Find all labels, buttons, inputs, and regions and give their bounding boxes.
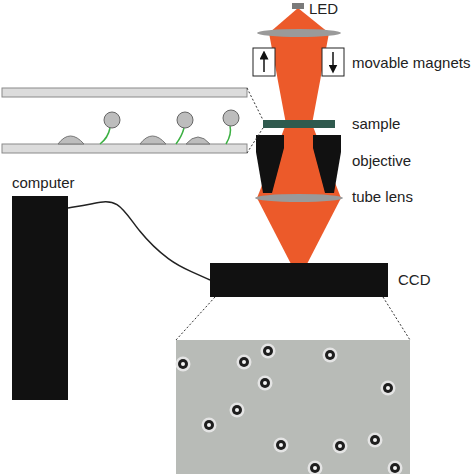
bead-ring [260, 378, 270, 388]
camera-box: CCD [210, 263, 388, 297]
tether [176, 128, 184, 144]
node-label: computer [12, 174, 75, 192]
light-beam [269, 33, 329, 124]
magnet-arrow [332, 52, 334, 69]
surface-anchor [140, 136, 166, 144]
bead-image [202, 418, 217, 433]
bead-ring [310, 463, 320, 473]
bead-image-group [176, 344, 403, 474]
bead-image [323, 348, 338, 363]
magnet-box [253, 48, 275, 76]
light-beam [257, 198, 341, 264]
bead-halo [230, 403, 245, 418]
bead-halo [176, 357, 191, 372]
led-symbol [292, 3, 304, 9]
bead-image [381, 381, 396, 396]
glass-slide [2, 144, 247, 153]
zoom-line [383, 297, 410, 340]
bead-halo [381, 381, 396, 396]
bead-halo [368, 433, 383, 448]
part-label: objective [352, 152, 411, 170]
bead-center [266, 349, 270, 353]
tether [226, 126, 231, 144]
surface-anchor [58, 136, 84, 144]
zoom-line [247, 88, 263, 120]
bead-image [388, 461, 403, 474]
bead-ring [325, 350, 335, 360]
bead-halo [274, 438, 289, 453]
computer-box: computer [12, 196, 68, 400]
part-label: tube lens [352, 188, 413, 206]
objective-body [256, 135, 284, 193]
tether [100, 128, 110, 144]
bead-image [230, 403, 245, 418]
bead-halo [258, 376, 273, 391]
bead-image [261, 344, 276, 359]
light-beam [257, 124, 341, 198]
bead-image [333, 439, 348, 454]
bead-image [258, 376, 273, 391]
cable [68, 202, 210, 280]
zoom-line [176, 297, 215, 340]
bead-center [235, 408, 239, 412]
bead-center [328, 353, 332, 357]
bead-halo [323, 348, 338, 363]
glass-slide [2, 88, 247, 97]
bead-ring [370, 435, 380, 445]
bead-halo [237, 355, 252, 370]
bead-ring [276, 440, 286, 450]
magnet-box [322, 48, 344, 76]
bead-center [279, 443, 283, 447]
bead-halo [261, 344, 276, 359]
tube-lens-symbol [255, 194, 343, 202]
bead-ring [335, 441, 345, 451]
bead-center [242, 360, 246, 364]
bead-center [263, 381, 267, 385]
bead-ring [204, 420, 214, 430]
sample-slide [263, 120, 335, 128]
bead-image [368, 433, 383, 448]
part-label: LED [309, 0, 338, 18]
node-label: CCD [398, 271, 431, 289]
bead-center [338, 444, 342, 448]
bead-ring [263, 346, 273, 356]
bead-ring [232, 405, 242, 415]
bead-center [181, 362, 185, 366]
bead [104, 112, 120, 128]
objective-body [313, 135, 341, 193]
bead-image [176, 357, 191, 372]
bead-ring [178, 359, 188, 369]
zoom-line [247, 128, 263, 153]
part-label: sample [352, 115, 400, 133]
condenser-lens [257, 29, 341, 37]
bead-center [207, 423, 211, 427]
magnet-arrow [263, 55, 265, 72]
bead-ring [383, 383, 393, 393]
bead-center [313, 466, 317, 470]
bead-halo [202, 418, 217, 433]
bead-image [237, 355, 252, 370]
bead-ring [390, 463, 400, 473]
bead-halo [388, 461, 403, 474]
camera-image [176, 340, 410, 474]
bead-center [393, 466, 397, 470]
bead-image [274, 438, 289, 453]
bead-halo [308, 461, 323, 474]
bead-center [373, 438, 377, 442]
bead-halo [333, 439, 348, 454]
bead [177, 112, 193, 128]
surface-anchor [186, 137, 210, 144]
bead-image [308, 461, 323, 474]
bead-ring [239, 357, 249, 367]
part-label: movable magnets [352, 54, 470, 72]
bead [223, 110, 239, 126]
bead-center [386, 386, 390, 390]
